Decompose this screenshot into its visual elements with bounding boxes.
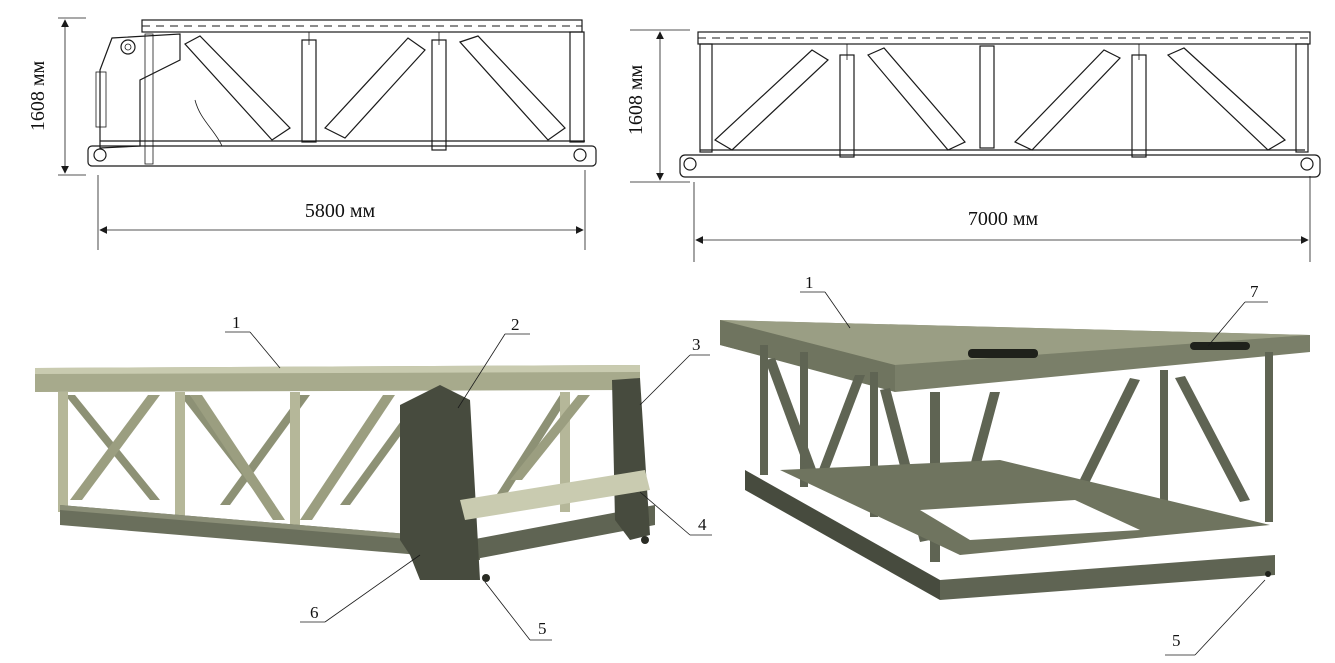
callout-7-right: 7 (1250, 282, 1259, 301)
callout-1-right: 1 (805, 273, 814, 292)
callout-2-left: 2 (511, 315, 520, 334)
callout-4-left: 4 (698, 515, 707, 534)
drawing-left: 1608 мм 5800 мм (27, 17, 597, 250)
callout-5-right: 5 (1172, 631, 1181, 650)
callout-1-left: 1 (232, 313, 241, 332)
right-height-label: 1608 мм (625, 65, 647, 136)
drawing-right: 1608 мм 7000 мм (625, 29, 1321, 262)
callout-3-left: 3 (692, 335, 701, 354)
callout-6-left: 6 (310, 603, 319, 622)
callouts-right: 1 7 5 (800, 273, 1268, 656)
callout-5-left: 5 (538, 619, 547, 638)
left-height-label: 1608 мм (27, 61, 49, 132)
left-width-label: 5800 мм (305, 200, 376, 222)
render-left-module (35, 365, 655, 582)
callouts-left: 1 2 3 4 5 6 (225, 313, 712, 641)
render-right-module (720, 320, 1310, 600)
right-width-label: 7000 мм (968, 208, 1039, 230)
